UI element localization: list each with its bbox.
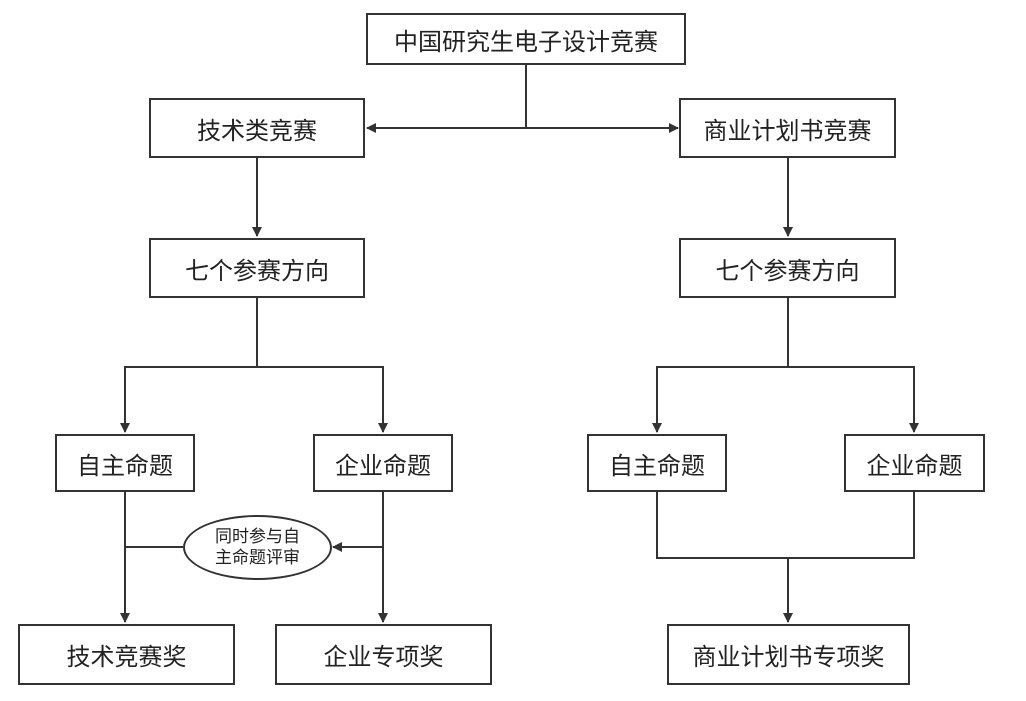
node-business-company-topic: 企业命题 — [844, 434, 985, 492]
edge-split-to-tech-company — [257, 366, 388, 433]
node-business-directions: 七个参赛方向 — [679, 238, 896, 298]
node-root: 中国研究生电子设计竞赛 — [366, 13, 686, 65]
node-business-award: 商业计划书专项奖 — [667, 624, 910, 685]
node-business-self-topic: 自主命题 — [587, 434, 727, 492]
edge-split-to-business-company — [788, 366, 919, 433]
edge-split-to-tech-self — [120, 366, 257, 433]
edge-split-to-business-self — [652, 366, 788, 433]
node-joint-review: 同时参与自 主命题评审 — [183, 515, 332, 580]
node-business-competition: 商业计划书竞赛 — [679, 98, 896, 158]
node-tech-company-topic: 企业命题 — [313, 434, 453, 492]
node-company-award: 企业专项奖 — [275, 624, 492, 685]
joint-review-line-2: 主命题评审 — [215, 547, 300, 568]
node-tech-award: 技术竞赛奖 — [18, 624, 235, 685]
joint-review-line-1: 同时参与自 — [215, 526, 300, 547]
node-tech-self-topic: 自主命题 — [55, 434, 195, 492]
node-tech-competition: 技术类竞赛 — [149, 98, 365, 158]
node-tech-directions: 七个参赛方向 — [149, 238, 365, 298]
edge-business-merge — [656, 492, 915, 559]
